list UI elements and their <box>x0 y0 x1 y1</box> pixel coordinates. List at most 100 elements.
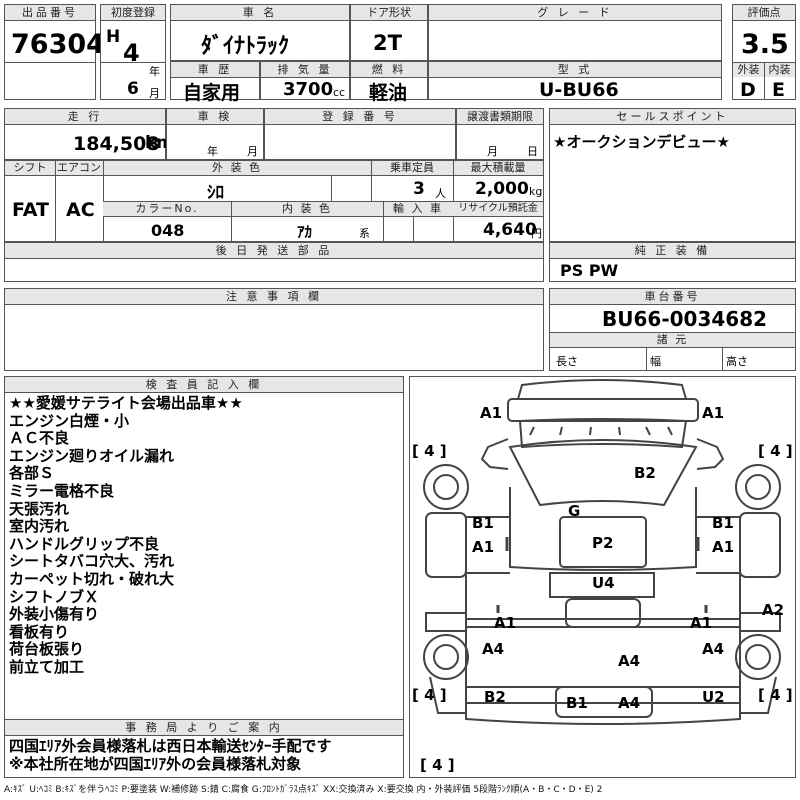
note-line: ＡＣ不良 <box>9 429 70 448</box>
later-parts-box: 後 日 発 送 部 品 <box>4 242 544 282</box>
mark-bed-center: A4 <box>618 652 641 670</box>
grade-label: グ レ ー ド <box>429 5 721 21</box>
mark-door-right-b: B1 <box>712 514 734 532</box>
mileage-value: 184,508 <box>73 133 160 155</box>
mileage-box: 走 行 184,508 km <box>4 108 174 160</box>
mark-bed-right-a: A1 <box>690 614 713 632</box>
model-value: U-BU66 <box>539 79 619 101</box>
lot-label: 出品番号 <box>5 5 95 21</box>
mark-spare: [ 4 ] <box>420 756 455 774</box>
transfer-box: 譲渡書類期限 月 日 <box>456 108 544 160</box>
displacement-value: 3700 <box>283 79 334 100</box>
history-label: 車 歴 <box>171 62 259 78</box>
ext-color-label: 外 装 色 <box>103 161 371 175</box>
chassis-box: 車台番号 BU66-0034682 諸 元 長さ 幅 高さ <box>549 288 796 371</box>
first-reg-year: 4 <box>123 39 140 67</box>
mark-tire-rr: [ 4 ] <box>758 686 793 704</box>
capacity-unit: 人 <box>435 187 446 200</box>
model-label: 型 式 <box>429 62 721 78</box>
dimensions-label: 諸 元 <box>550 333 795 347</box>
sales-point-label: セールスポイント <box>550 109 795 125</box>
mark-front-right: A1 <box>702 404 725 422</box>
mark-door-left-a: A1 <box>472 538 495 556</box>
recycle-label: リサイクル預託金 <box>453 202 543 216</box>
capacity-value: 3 <box>413 179 425 199</box>
mark-rear-left: A4 <box>482 640 505 658</box>
width-label: 幅 <box>650 355 661 368</box>
car-name-value: ﾀﾞｲﾅﾄﾗｯｸ <box>201 34 290 59</box>
note-line: 看板有り <box>9 622 70 641</box>
door-box: ドア形状 2T <box>350 4 428 61</box>
recycle-value: 4,640 <box>483 220 537 240</box>
lot-box: 出品番号 76304 <box>4 4 105 100</box>
length-label: 長さ <box>556 355 578 368</box>
note-line: 各部Ｓ <box>9 464 55 483</box>
first-reg-box: 初度登録 H 4 年 6 月 <box>100 4 166 100</box>
mark-cabin-roof: G <box>568 502 581 520</box>
equipment-box: 純 正 装 備 PS PW <box>549 242 796 282</box>
displacement-label: 排 気 量 <box>261 62 349 78</box>
displacement-box: 排 気 量 3700 cc <box>260 61 350 100</box>
mark-rear-a4: A4 <box>618 694 641 712</box>
office-line: ※本社所在地が四国ｴﾘｱ外の会員様落札対象 <box>9 754 302 773</box>
note-line: 天張汚れ <box>9 499 70 518</box>
mark-bed-front: U4 <box>592 574 615 592</box>
max-load-unit: kg <box>529 185 543 198</box>
note-line: ハンドルグリップ不良 <box>9 534 160 553</box>
history-box: 車 歴 自家用 <box>170 61 260 104</box>
equipment-label: 純 正 装 備 <box>550 243 795 259</box>
capacity-label: 乗車定員 <box>371 161 453 175</box>
chassis-value: BU66-0034682 <box>602 307 768 331</box>
fuel-box: 燃 料 軽油 <box>350 61 428 104</box>
mark-side-right: A2 <box>762 601 785 619</box>
inspector-notes: ★★愛媛サテライト会場出品車★★ エンジン白煙・小 ＡＣ不良 エンジン廻りオイル… <box>9 394 243 677</box>
door-value: 2T <box>373 31 402 55</box>
note-line: シフトノブＸ <box>9 587 100 606</box>
interior-label: 内装 <box>764 63 795 77</box>
reg-no-box: 登 録 番 号 <box>264 108 456 160</box>
aircon-value: AC <box>66 199 95 221</box>
car-name-label: 車 名 <box>171 5 349 21</box>
transfer-label: 譲渡書類期限 <box>457 109 543 125</box>
mark-front-left: A1 <box>480 404 503 422</box>
mark-door-right-a: A1 <box>712 538 735 556</box>
office-label: 事 務 局 よ り ご 案 内 <box>5 720 403 736</box>
mark-door-left-b: B1 <box>472 514 494 532</box>
max-load-label: 最大積載量 <box>453 161 543 175</box>
mark-bed-left-a: A1 <box>494 614 517 632</box>
aircon-label: エアコン <box>55 161 103 175</box>
inspection-year-unit: 年 <box>207 145 218 158</box>
transfer-day-unit: 日 <box>527 145 538 158</box>
note-line: 外装小傷有り <box>9 605 100 624</box>
fuel-value: 軽油 <box>369 82 408 104</box>
door-label: ドア形状 <box>351 5 427 21</box>
note-line: シートタバコ穴大、汚れ <box>9 552 175 571</box>
note-line: 前立て加工 <box>9 657 85 676</box>
sales-point-value: ★オークションデビュー★ <box>553 133 730 151</box>
inspection-month-unit: 月 <box>247 145 258 158</box>
import-label: 輸 入 車 <box>383 202 453 216</box>
inspector-box: 検 査 員 記 入 欄 ★★愛媛サテライト会場出品車★★ エンジン白煙・小 ＡＣ… <box>4 376 404 778</box>
mark-rear-b1: B1 <box>566 694 588 712</box>
chassis-label: 車台番号 <box>550 289 795 305</box>
recycle-unit: 円 <box>531 227 542 240</box>
mark-rear-left-b: B2 <box>484 688 506 706</box>
score-box: 評価点 3.5 外装 内装 D E <box>732 4 796 101</box>
truck-outline <box>423 379 781 725</box>
note-line: ミラー電格不良 <box>9 481 115 500</box>
first-reg-month-unit: 月 <box>149 87 160 100</box>
model-box: 型 式 U-BU66 <box>428 61 722 101</box>
int-color-value: ｱｶ <box>297 223 313 241</box>
inspection-box: 車 検 年 月 <box>166 108 264 160</box>
lot-number: 76304 <box>11 29 105 60</box>
inspector-label: 検 査 員 記 入 欄 <box>5 377 403 393</box>
legend: A:ｷｽﾞ U:ﾍｺﾐ B:ｷｽﾞを伴うﾍｺﾐ P:要塗装 W:補修跡 S:錆 … <box>4 785 603 795</box>
mark-tire-fr: [ 4 ] <box>758 442 793 460</box>
grade-box: グ レ ー ド <box>428 4 722 61</box>
office-notes: 四国ｴﾘｱ外会員様落札は西日本輸送ｾﾝﾀｰ手配です ※本社所在地が四国ｴﾘｱ外の… <box>9 737 332 773</box>
mark-tire-rl: [ 4 ] <box>412 686 447 704</box>
reg-no-label: 登 録 番 号 <box>265 109 455 125</box>
caution-box: 注 意 事 項 欄 <box>4 288 544 371</box>
office-line: 四国ｴﾘｱ外会員様落札は西日本輸送ｾﾝﾀｰ手配です <box>9 737 332 755</box>
first-reg-label: 初度登録 <box>101 5 165 21</box>
